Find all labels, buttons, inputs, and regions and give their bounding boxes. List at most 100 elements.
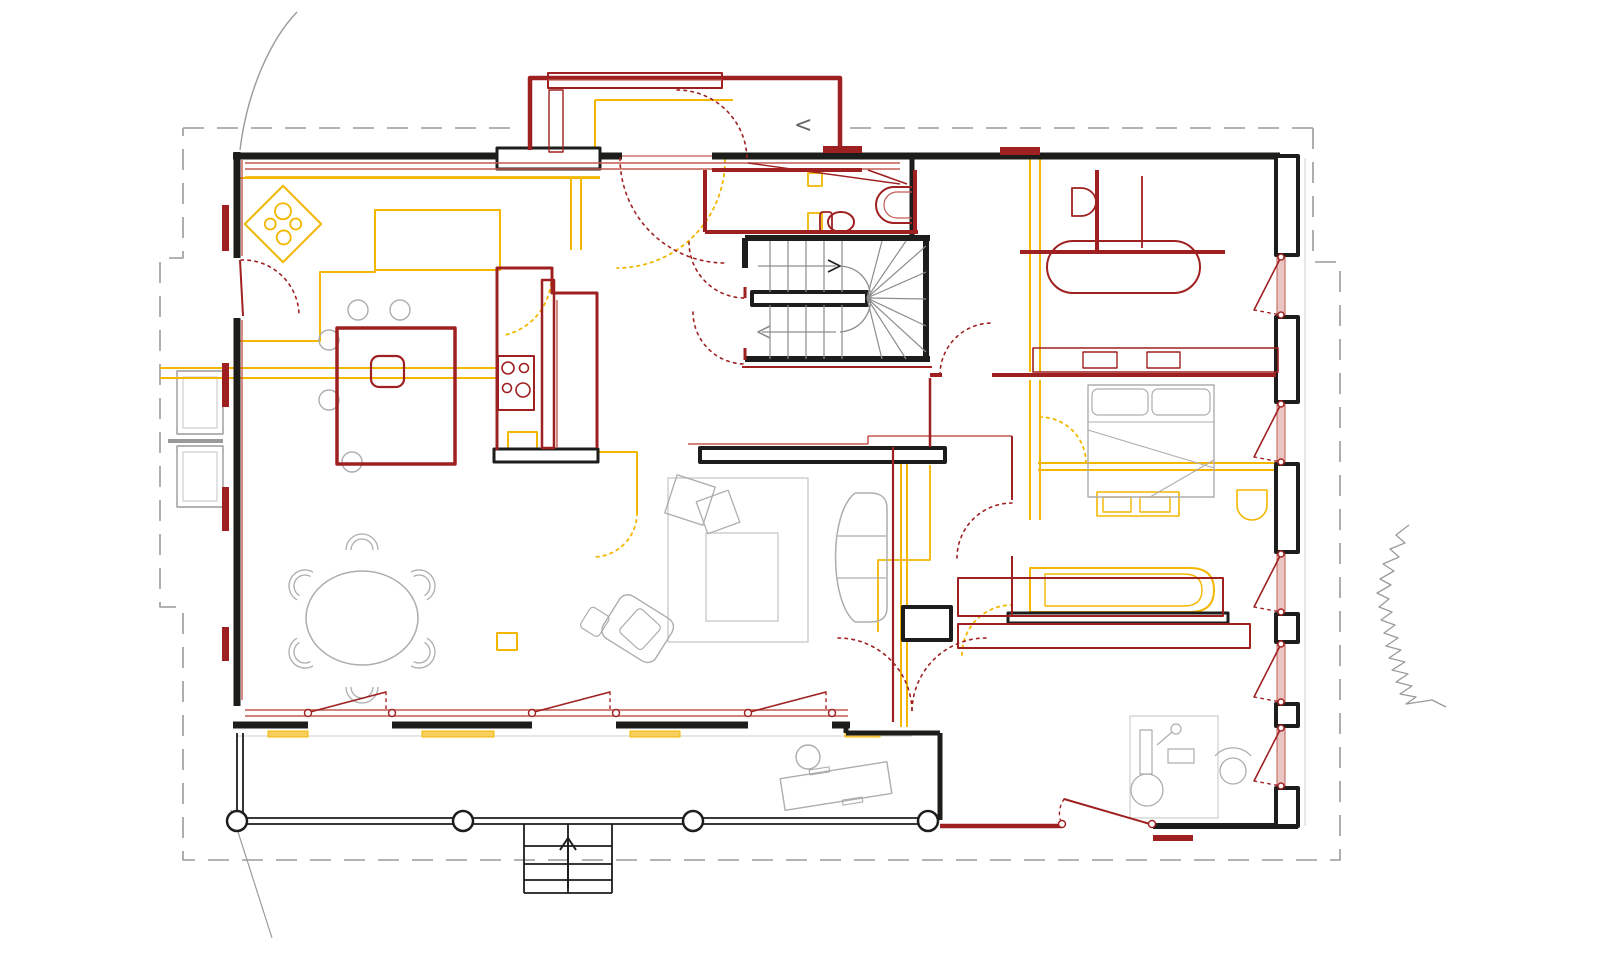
- existing-walls-layer: [225, 146, 1300, 894]
- cooktop-old-icon: [243, 184, 323, 264]
- up-arrow-icon: [559, 837, 577, 888]
- window-mark: [222, 205, 229, 251]
- old-wall: [1038, 462, 1278, 471]
- property-line: [159, 128, 1341, 861]
- sofa: [834, 492, 888, 623]
- door-swing: [676, 89, 748, 161]
- vanity-sink: [1146, 351, 1181, 369]
- bathroom: [1020, 170, 1279, 373]
- door-swing: [837, 637, 913, 713]
- door-swing: [688, 241, 746, 299]
- rug: [667, 477, 809, 643]
- stair-walls: [742, 235, 930, 362]
- demolition-layer: [160, 99, 1278, 738]
- exterior-wall-right: [1274, 154, 1300, 828]
- old-kitchen-counter: [237, 209, 501, 342]
- door-leaf: [1063, 798, 1151, 825]
- sill-mark: [421, 730, 495, 738]
- dining-table: [288, 533, 436, 704]
- planter-boxes: [168, 370, 224, 508]
- lounge-chair: [579, 594, 675, 664]
- porch: [225, 733, 940, 894]
- door-swing-old: [961, 604, 1013, 656]
- vent-mark: [1000, 147, 1040, 155]
- pillow: [1091, 388, 1149, 416]
- porch-desk: [779, 744, 893, 811]
- office-chair: [1219, 757, 1247, 785]
- entry-steps: [523, 824, 613, 894]
- toilet-icon: [1071, 187, 1097, 217]
- old-wall: [900, 447, 908, 727]
- walkline-arrow-icon: [757, 325, 771, 339]
- stair-walkline: [758, 265, 872, 333]
- sill-mark: [267, 730, 309, 738]
- door-swing-old: [616, 159, 726, 269]
- cooktop-new-icon: [497, 355, 535, 411]
- sill-mark: [1153, 835, 1193, 841]
- door-swing: [692, 311, 746, 365]
- old-wall: [877, 465, 931, 632]
- new-construction-layer: [222, 72, 1286, 841]
- wc-room: [703, 168, 918, 234]
- tree-outline: [1376, 524, 1447, 708]
- porch-column: [225, 809, 249, 833]
- office-desk: [1139, 729, 1153, 775]
- interior-wall: [698, 446, 947, 464]
- entry-vestibule: [527, 72, 843, 157]
- site-path-curve: [239, 11, 298, 151]
- old-wall: [1029, 158, 1041, 520]
- old-floor-box: [496, 632, 518, 651]
- shower-icon: [875, 186, 912, 224]
- island-stools: [318, 299, 411, 473]
- site-layer: <: [159, 11, 1447, 939]
- pillow: [1151, 388, 1211, 416]
- old-wall: [160, 367, 497, 379]
- cushion: [695, 489, 741, 535]
- closet: [957, 623, 1251, 649]
- winder-treads: [866, 240, 927, 360]
- wall-pier: [901, 605, 953, 642]
- door-leaf: [867, 169, 908, 185]
- closet: [957, 577, 1224, 617]
- vent-mark: [823, 146, 862, 153]
- wing-bottom: [940, 798, 1193, 841]
- furniture-layer: [288, 299, 1252, 819]
- wall-lining: [688, 435, 1012, 445]
- cushion: [664, 474, 716, 526]
- old-vanity-sink: [1102, 496, 1132, 513]
- door-swing-old: [504, 282, 552, 336]
- door-leaf: [239, 259, 244, 317]
- door-swing: [939, 322, 993, 376]
- kitchen-island: [335, 326, 457, 466]
- bed: [1087, 384, 1215, 498]
- bottom-windows: [245, 691, 848, 718]
- dining-chair: [410, 637, 436, 669]
- door-swing-old: [1039, 416, 1087, 464]
- dining-chair: [345, 533, 379, 551]
- desk-lamp-icon: [1170, 723, 1182, 735]
- dining-chair: [288, 637, 314, 669]
- wall-step: [843, 722, 943, 820]
- kitchen-tall-unit: [495, 266, 599, 450]
- window-mark: [222, 627, 229, 661]
- window-mark: [222, 363, 229, 407]
- stairs: [757, 240, 927, 360]
- old-vanity-sink: [1139, 496, 1171, 513]
- toilet-icon: [819, 211, 855, 233]
- window-mark: [222, 487, 229, 531]
- door-swing: [956, 502, 1013, 559]
- chevron-mark-icon: <: [794, 113, 812, 138]
- stool: [795, 744, 821, 770]
- island-sink: [369, 354, 406, 389]
- porch-column: [916, 809, 940, 833]
- door-swing: [911, 637, 987, 713]
- porch-column: [451, 809, 475, 833]
- door-swing: [240, 259, 300, 317]
- door-swing-old: [592, 512, 638, 558]
- office-workspace: [1129, 715, 1252, 819]
- stair-landing-wall: [750, 290, 869, 307]
- interior-wall: [492, 447, 600, 464]
- old-vanity: [1096, 491, 1180, 517]
